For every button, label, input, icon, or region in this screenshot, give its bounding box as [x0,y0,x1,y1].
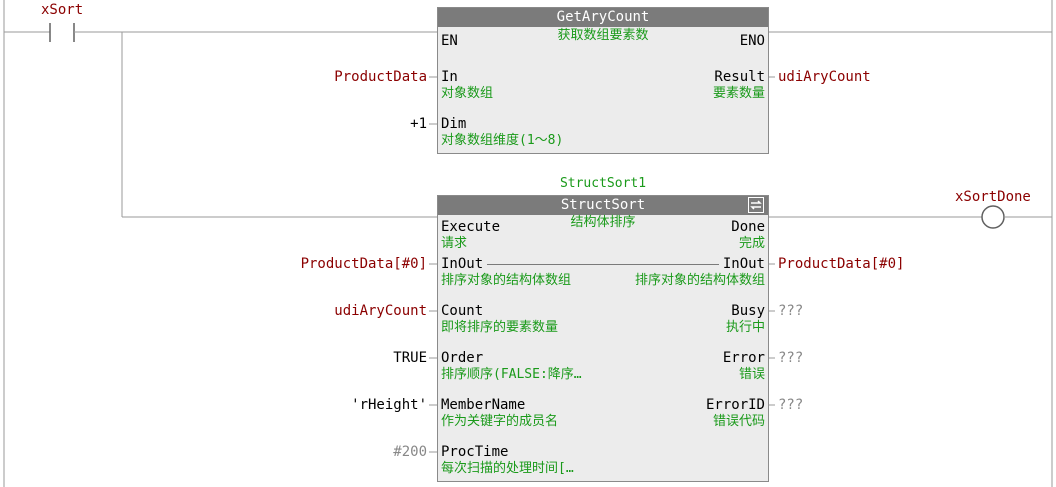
structsort-order-comment: 排序顺序(FALSE:降序… [441,367,582,382]
structsort-proctime-comment: 每次扫描的处理时间[… [441,461,574,476]
getarycount-result-variable[interactable]: udiAryCount [778,69,871,85]
getarycount-result-pin: Result [714,69,765,85]
getarycount-dim-comment: 对象数组维度(1～8) [441,133,564,148]
structsort-done-pin: Done [731,219,765,235]
structsort-count-comment: 即将排序的要素数量 [441,320,559,335]
structsort-inout-comment: 排序对象的结构体数组 [441,273,572,288]
structsort-inout-pin: InOut [441,256,484,272]
getarycount-result-comment: 要素数量 [712,86,765,101]
structsort-errorid-comment: 错误代码 [712,414,765,429]
xsort-contact[interactable] [49,23,75,42]
structsort-errorid-output[interactable]: ??? [778,397,804,413]
getarycount-dim-constant[interactable]: +1 [410,116,427,132]
inout-passthrough-line [487,264,719,265]
structsort-membername-constant[interactable]: 'rHeight' [351,397,427,413]
structsort-block[interactable]: StructSort [437,195,769,482]
xsortdone-coil[interactable] [981,205,1005,229]
structsort-membername-pin: MemberName [441,397,526,413]
structsort-busy-comment: 执行中 [725,320,765,335]
getarycount-description: 获取数组要素数 [557,28,649,43]
structsort-execute-pin: Execute [441,219,501,235]
xsort-label[interactable]: xSort [41,2,84,18]
structsort-inout-out-pin: InOut [722,256,765,272]
structsort-membername-comment: 作为关键字的成员名 [441,414,559,429]
structsort-count-variable[interactable]: udiAryCount [334,303,427,319]
xsortdone-label[interactable]: xSortDone [955,189,1031,205]
structsort-error-output[interactable]: ??? [778,350,804,366]
getarycount-in-variable[interactable]: ProductData [334,69,427,85]
structsort-description: 结构体排序 [570,215,636,230]
structsort-order-pin: Order [441,350,484,366]
structsort-execute-comment: 请求 [441,236,468,251]
getarycount-in-pin: In [441,69,458,85]
refresh-icon[interactable] [748,197,764,213]
getarycount-eno-pin: ENO [739,33,765,49]
getarycount-en-pin: EN [441,33,458,49]
structsort-done-comment: 完成 [738,236,765,251]
structsort-proctime-pin: ProcTime [441,444,509,460]
structsort-inout-variable[interactable]: ProductData[#0] [300,256,427,272]
structsort-order-constant[interactable]: TRUE [393,350,427,366]
structsort-title: StructSort [438,196,768,215]
getarycount-title: GetAryCount [438,8,768,27]
getarycount-dim-pin: Dim [441,116,467,132]
structsort-error-pin: Error [722,350,765,366]
structsort-busy-pin: Busy [731,303,765,319]
structsort-busy-output[interactable]: ??? [778,303,804,319]
getarycount-in-comment: 对象数组 [441,86,494,101]
structsort-inout-out-comment: 排序对象的结构体数组 [634,273,765,288]
structsort-inout-out-variable[interactable]: ProductData[#0] [778,256,905,272]
structsort-proctime-constant[interactable]: #200 [393,444,427,460]
structsort-instance-name[interactable]: StructSort1 [559,176,647,191]
structsort-error-comment: 错误 [738,367,765,382]
structsort-count-pin: Count [441,303,484,319]
getarycount-block[interactable]: GetAryCount [437,7,769,154]
structsort-errorid-pin: ErrorID [705,397,765,413]
